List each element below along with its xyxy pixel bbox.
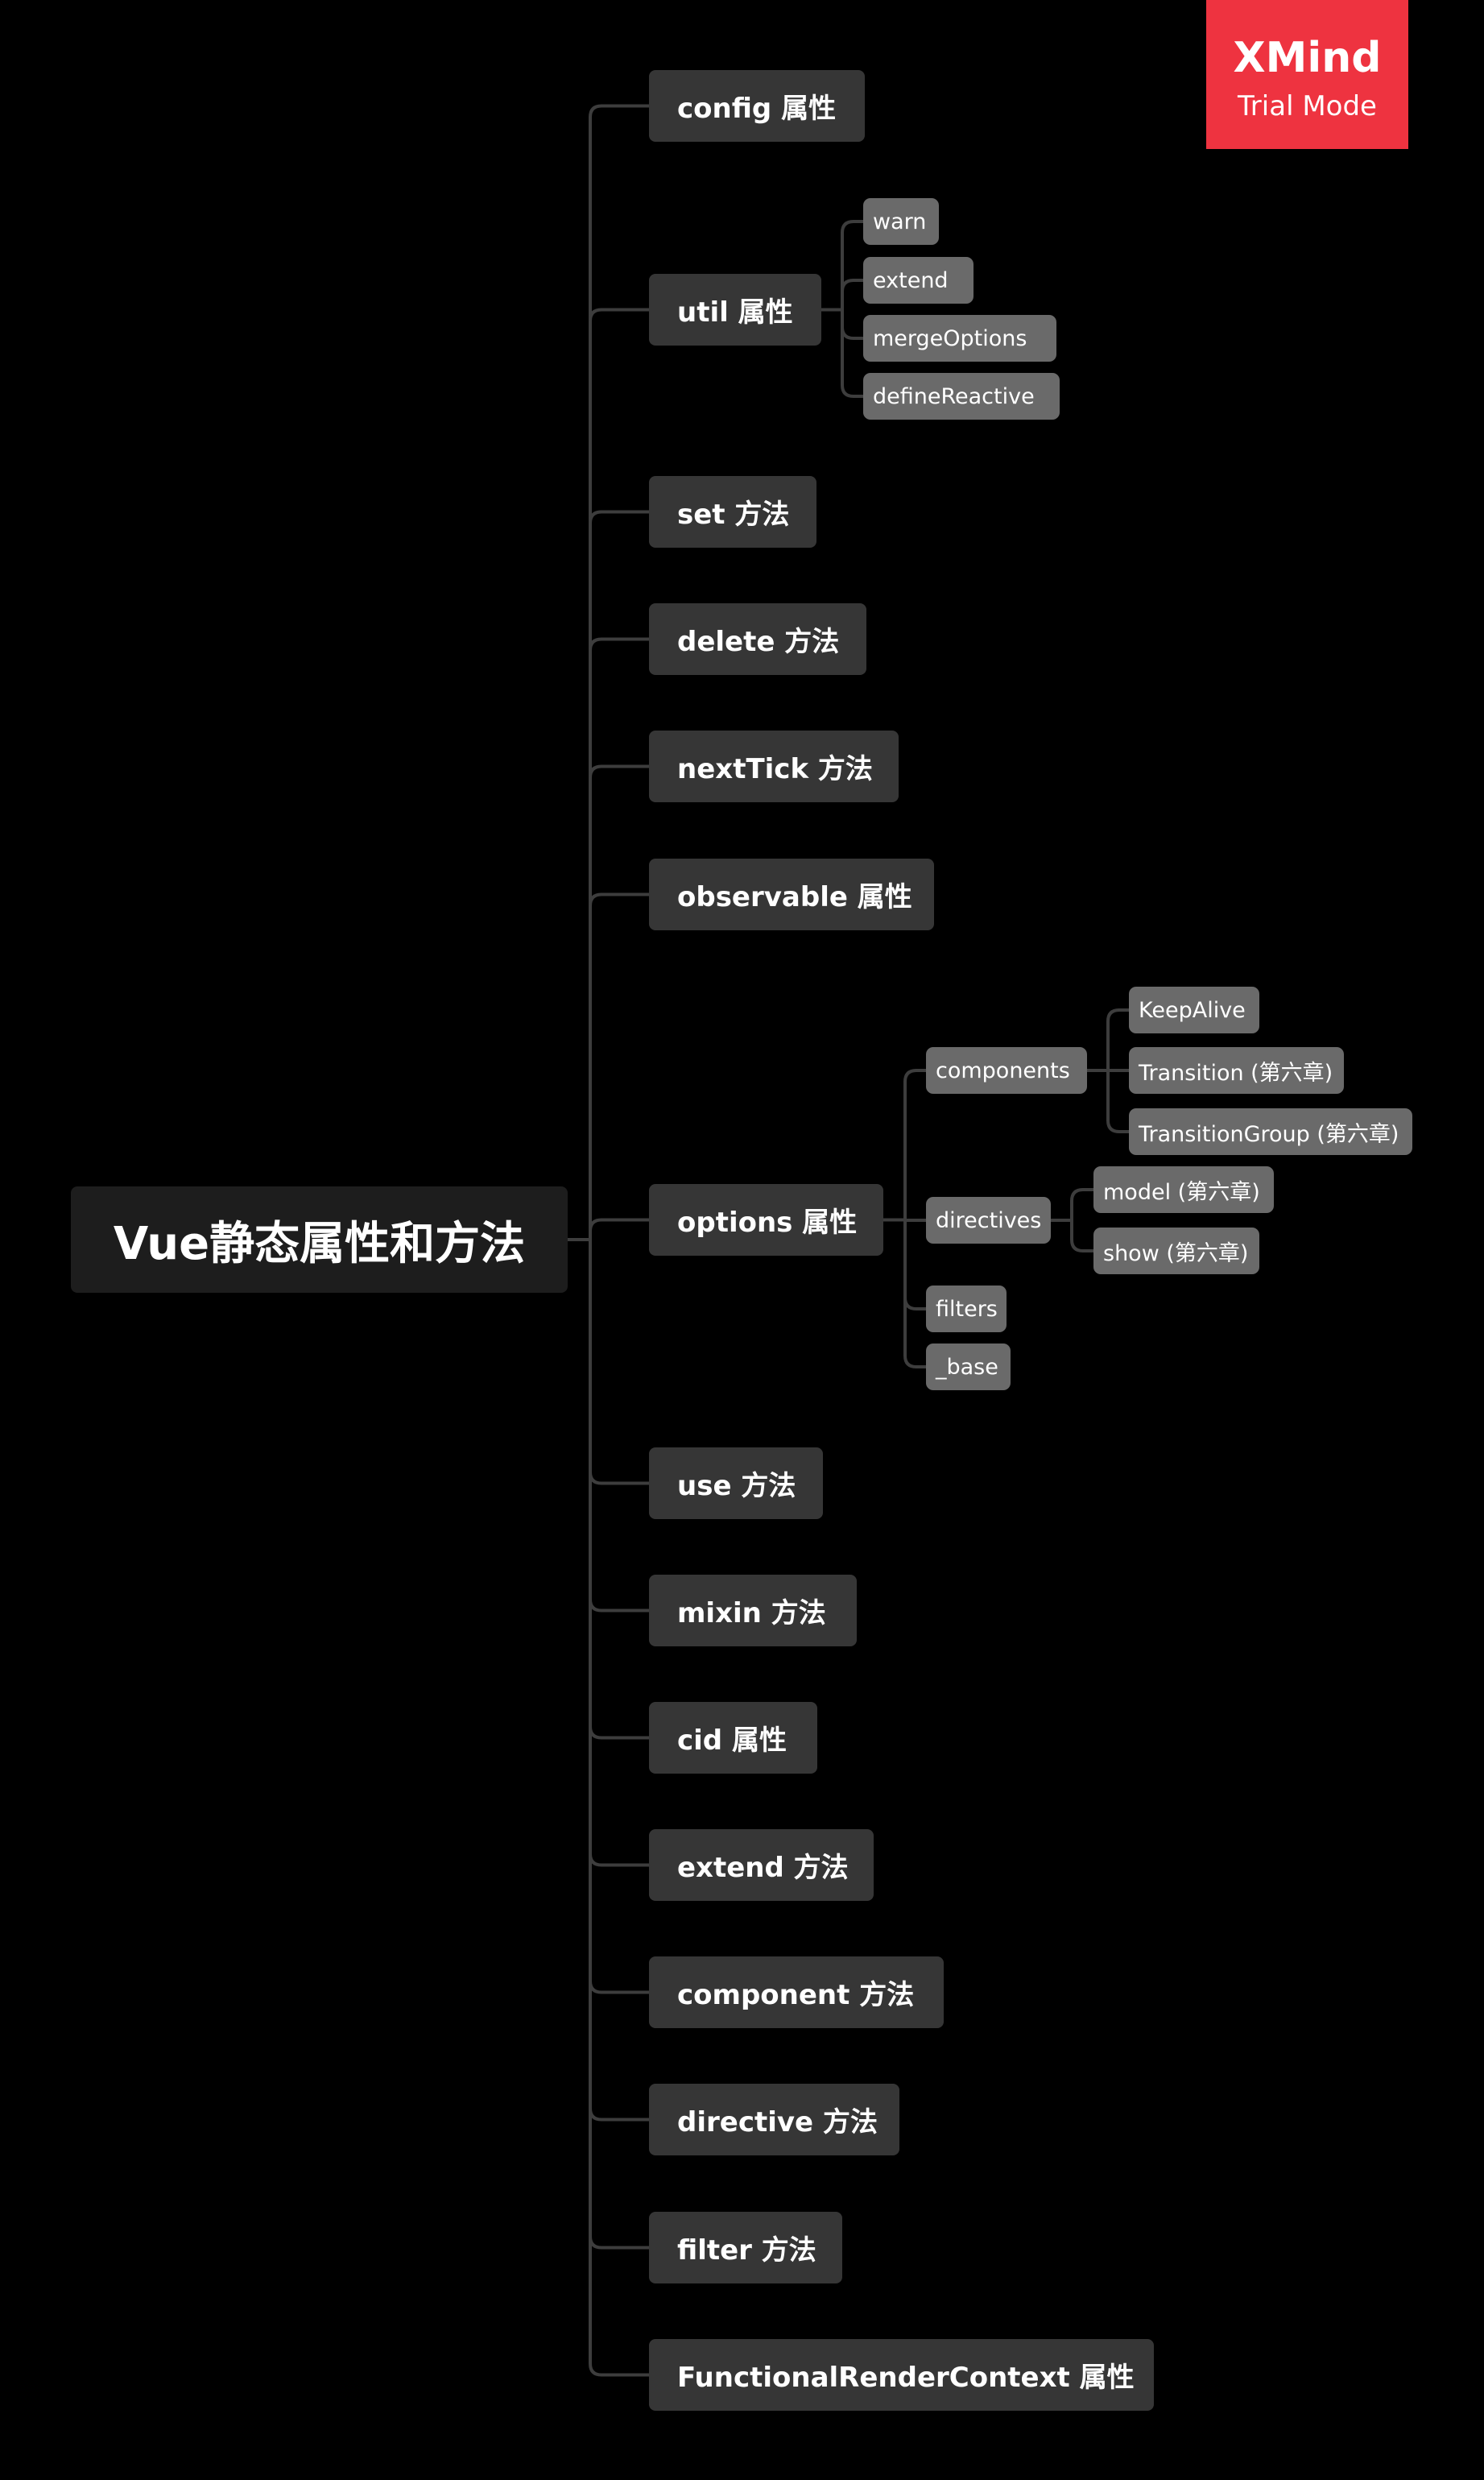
subtopic-filters[interactable]: filters (926, 1286, 1007, 1332)
topic-cid[interactable]: cid 属性 (649, 1702, 817, 1774)
root-connector-3 (589, 637, 651, 1241)
root-connector-10 (589, 1238, 651, 1867)
components-connector-2 (1106, 1069, 1131, 1133)
root-topic[interactable]: Vue静态属性和方法 (71, 1186, 568, 1293)
topic-component[interactable]: component 方法 (649, 1956, 944, 2028)
options-connector-0 (903, 1069, 928, 1222)
util-connector-2 (841, 308, 865, 340)
util-connector-0 (841, 220, 865, 312)
subtopic-keepalive[interactable]: KeepAlive (1129, 987, 1259, 1033)
topic-config[interactable]: config 属性 (649, 70, 865, 142)
topic-nexttick[interactable]: nextTick 方法 (649, 731, 899, 802)
root-connector-8 (589, 1238, 651, 1613)
root-connector-0 (589, 104, 651, 1241)
subtopic-mergeoptions[interactable]: mergeOptions (863, 315, 1056, 362)
subtopic-show[interactable]: show (第六章) (1093, 1228, 1259, 1274)
directives-connector-1 (1070, 1219, 1095, 1252)
root-connector-4 (589, 764, 651, 1241)
subtopic-definereactive[interactable]: defineReactive (863, 373, 1060, 420)
topic-directive[interactable]: directive 方法 (649, 2084, 899, 2155)
root-connector-2 (589, 510, 651, 1241)
topic-filter[interactable]: filter 方法 (649, 2212, 842, 2283)
topic-use[interactable]: use 方法 (649, 1447, 823, 1519)
subtopic-extend[interactable]: extend (863, 257, 973, 304)
topic-set[interactable]: set 方法 (649, 476, 816, 548)
options-connector-2 (903, 1218, 928, 1310)
topic-mixin[interactable]: mixin 方法 (649, 1575, 857, 1646)
subtopic-model[interactable]: model (第六章) (1093, 1166, 1274, 1213)
topic-observable[interactable]: observable 属性 (649, 859, 934, 930)
subtopic-base[interactable]: _base (926, 1344, 1011, 1390)
util-connector-3 (841, 308, 865, 398)
badge-subtitle: Trial Mode (1238, 90, 1377, 122)
root-connector-14 (589, 1238, 651, 2377)
topic-delete[interactable]: delete 方法 (649, 603, 866, 675)
root-connector-6 (589, 1218, 651, 1241)
xmind-trial-badge: XMind Trial Mode (1206, 0, 1408, 149)
root-connector-7 (589, 1238, 651, 1485)
badge-title: XMind (1233, 34, 1382, 82)
subtopic-transitiongroup[interactable]: TransitionGroup (第六章) (1129, 1108, 1412, 1155)
subtopic-transition[interactable]: Transition (第六章) (1129, 1047, 1344, 1094)
subtopic-warn[interactable]: warn (863, 198, 939, 245)
components-connector-0 (1106, 1008, 1131, 1072)
util-connector-1 (841, 279, 865, 312)
topic-extend-method[interactable]: extend 方法 (649, 1829, 874, 1901)
subtopic-directives[interactable]: directives (926, 1197, 1051, 1244)
subtopic-components[interactable]: components (926, 1047, 1087, 1094)
directives-connector-0 (1070, 1188, 1095, 1222)
topic-functionalrendercontext[interactable]: FunctionalRenderContext 属性 (649, 2339, 1154, 2411)
topic-options[interactable]: options 属性 (649, 1184, 883, 1256)
root-connector-13 (589, 1238, 651, 2250)
root-connector-9 (589, 1238, 651, 1740)
root-connector-11 (589, 1238, 651, 1994)
root-connector-1 (589, 308, 651, 1241)
topic-util[interactable]: util 属性 (649, 274, 821, 346)
options-connector-3 (903, 1218, 928, 1368)
root-connector-5 (589, 892, 651, 1241)
root-connector-12 (589, 1238, 651, 2122)
